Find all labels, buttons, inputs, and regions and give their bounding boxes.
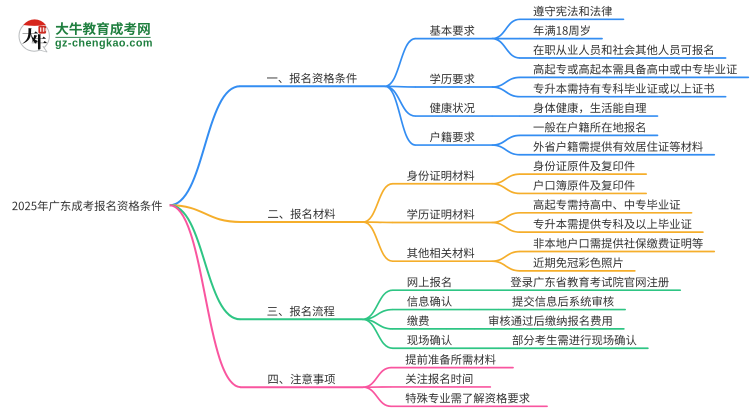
svg-text:gz-chengkao.com: gz-chengkao.com [55, 38, 153, 50]
